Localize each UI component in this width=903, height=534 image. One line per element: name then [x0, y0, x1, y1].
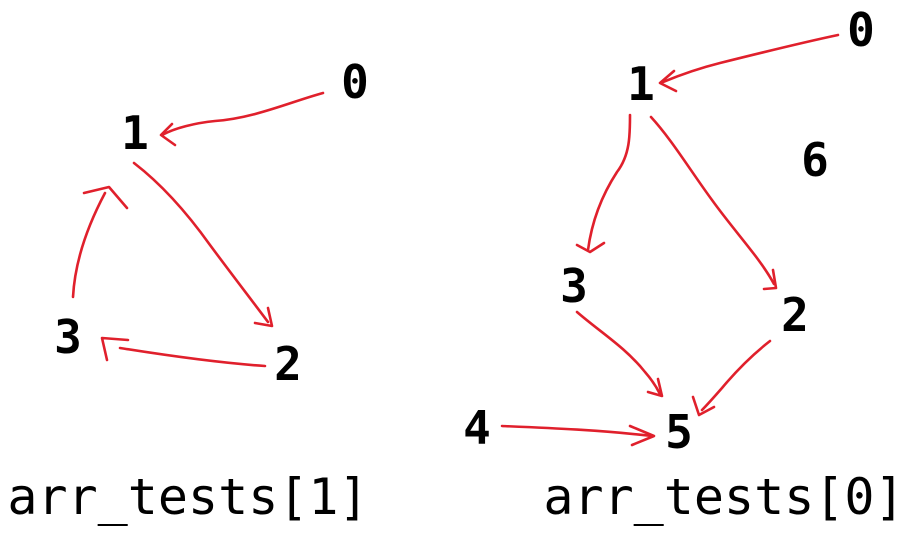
nodes-right: 0 1 2 3 4 5 6 [463, 3, 875, 459]
edge-1-to-2 [132, 161, 270, 324]
node-2: 2 [274, 337, 302, 391]
edges-left [71, 91, 325, 368]
graph-caption-right: arr_tests[0] [543, 468, 903, 526]
edge-4-to-5-arrowhead [628, 424, 656, 447]
edge-2-to-5-arrowhead [691, 395, 716, 417]
edge-1-to-2-arrowhead [253, 306, 274, 328]
graph-right: 0 1 2 3 4 5 6 arr_tests[0] [463, 3, 903, 526]
edge-1-to-3-arrowhead [575, 241, 606, 254]
node-3: 3 [560, 259, 588, 313]
edge-2-to-3 [118, 346, 267, 368]
edge-0-to-1-arrowhead [658, 69, 678, 93]
edge-3-to-5-arrowhead [646, 377, 664, 398]
node-0: 0 [847, 3, 875, 57]
edge-0-to-1-arrowhead [159, 122, 177, 147]
nodes-left: 0 1 2 3 [54, 55, 369, 391]
node-6: 6 [801, 133, 829, 187]
node-2: 2 [781, 288, 809, 342]
node-3: 3 [54, 310, 82, 364]
edge-0-to-1 [661, 33, 840, 84]
node-5: 5 [665, 405, 693, 459]
edge-1-to-2 [649, 115, 776, 286]
edge-1-to-3 [586, 113, 632, 252]
node-1: 1 [121, 106, 149, 160]
graph-caption-left: arr_tests[1] [7, 468, 368, 526]
node-4: 4 [463, 401, 491, 455]
node-1: 1 [627, 57, 655, 111]
edge-3-to-1 [71, 191, 107, 299]
node-0: 0 [341, 55, 369, 109]
edges-right [500, 33, 840, 447]
edge-0-to-1 [160, 91, 325, 137]
edge-3-to-5 [575, 310, 662, 396]
edge-2-to-5 [700, 339, 772, 412]
edge-3-to-1-arrowhead [82, 185, 129, 210]
edge-1-to-2-arrowhead [762, 268, 778, 291]
graph-left: 0 1 2 3 arr_tests[1] [7, 55, 368, 526]
edge-4-to-5 [500, 424, 654, 438]
edge-2-to-3-arrowhead [100, 336, 130, 362]
